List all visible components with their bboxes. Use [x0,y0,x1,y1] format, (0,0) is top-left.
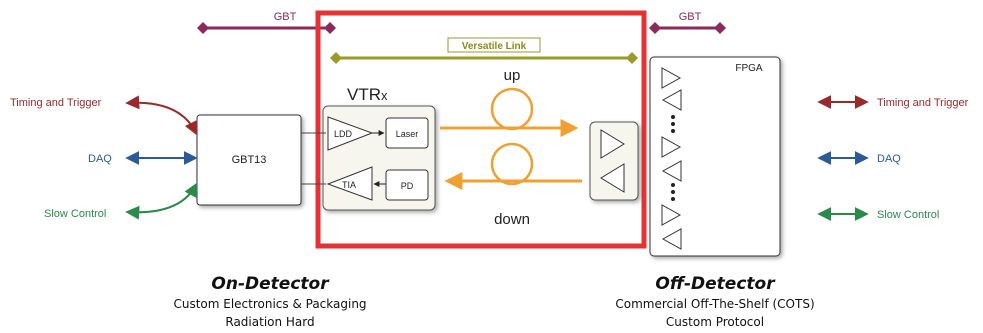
left-slow-label: Slow Control [44,208,106,220]
gbt13-block: GBT13 [196,114,302,206]
fpga-ellipsis-dots [671,115,675,201]
pd-box [385,169,429,201]
gbt-link-right: GBT [649,11,726,34]
laser-label: Laser [396,129,419,139]
left-signal-timing: Timing and Trigger [10,95,198,136]
right-slow-label: Slow Control [877,209,939,221]
trx-tx-triangle [600,129,625,159]
fpga-label: FPGA [735,63,763,74]
gbt-link-left: GBT [197,11,336,34]
fpga-block: FPGA [649,56,781,257]
down-label: down [494,211,530,228]
vtrx-module: VTRx LDD Laser TIA PD [322,85,436,211]
gbt-label-left: GBT [274,11,297,23]
fiber-down [444,142,582,190]
left-timing-label: Timing and Trigger [10,97,102,109]
ldd-label: LDD [334,129,353,139]
right-daq-label: DAQ [877,153,901,165]
versatile-link-label: Versatile Link [462,41,527,52]
ldd-driver [327,116,374,151]
tia-amplifier [326,166,373,201]
fiber-up [440,87,579,137]
right-timing-label: Timing and Trigger [877,97,969,109]
vtrx-highlight-frame [315,10,647,249]
gbt13-label: GBT13 [232,154,267,166]
trx-rx-triangle [600,163,625,193]
trx-module: TRx [589,121,639,201]
left-signal-daq: DAQ [88,151,198,165]
up-label: up [504,67,521,84]
right-signal-timing: Timing and Trigger [817,95,969,109]
laser-box [385,117,429,149]
versatile-link: Versatile Link [330,37,638,64]
tia-label: TIA [342,180,356,190]
off-detector-title: Off-Detector [655,274,776,294]
on-detector-title: On-Detector [211,274,330,294]
gbt-label-right: GBT [679,11,702,23]
on-detector-caption: On-Detector Custom Electronics & Packagi… [173,274,366,329]
right-signal-slow: Slow Control [817,207,939,221]
off-detector-line1: Commercial Off-The-Shelf (COTS) [615,297,814,311]
right-signal-daq: DAQ [817,151,901,165]
on-detector-line2: Radiation Hard [225,315,314,329]
pd-label: PD [401,181,414,191]
left-daq-label: DAQ [88,153,112,165]
vtrx-title: VTRx [347,85,388,104]
off-detector-line2: Custom Protocol [666,315,764,329]
left-signal-slow: Slow Control [44,182,198,220]
on-detector-line1: Custom Electronics & Packaging [173,297,366,311]
off-detector-caption: Off-Detector Commercial Off-The-Shelf (C… [615,274,814,329]
